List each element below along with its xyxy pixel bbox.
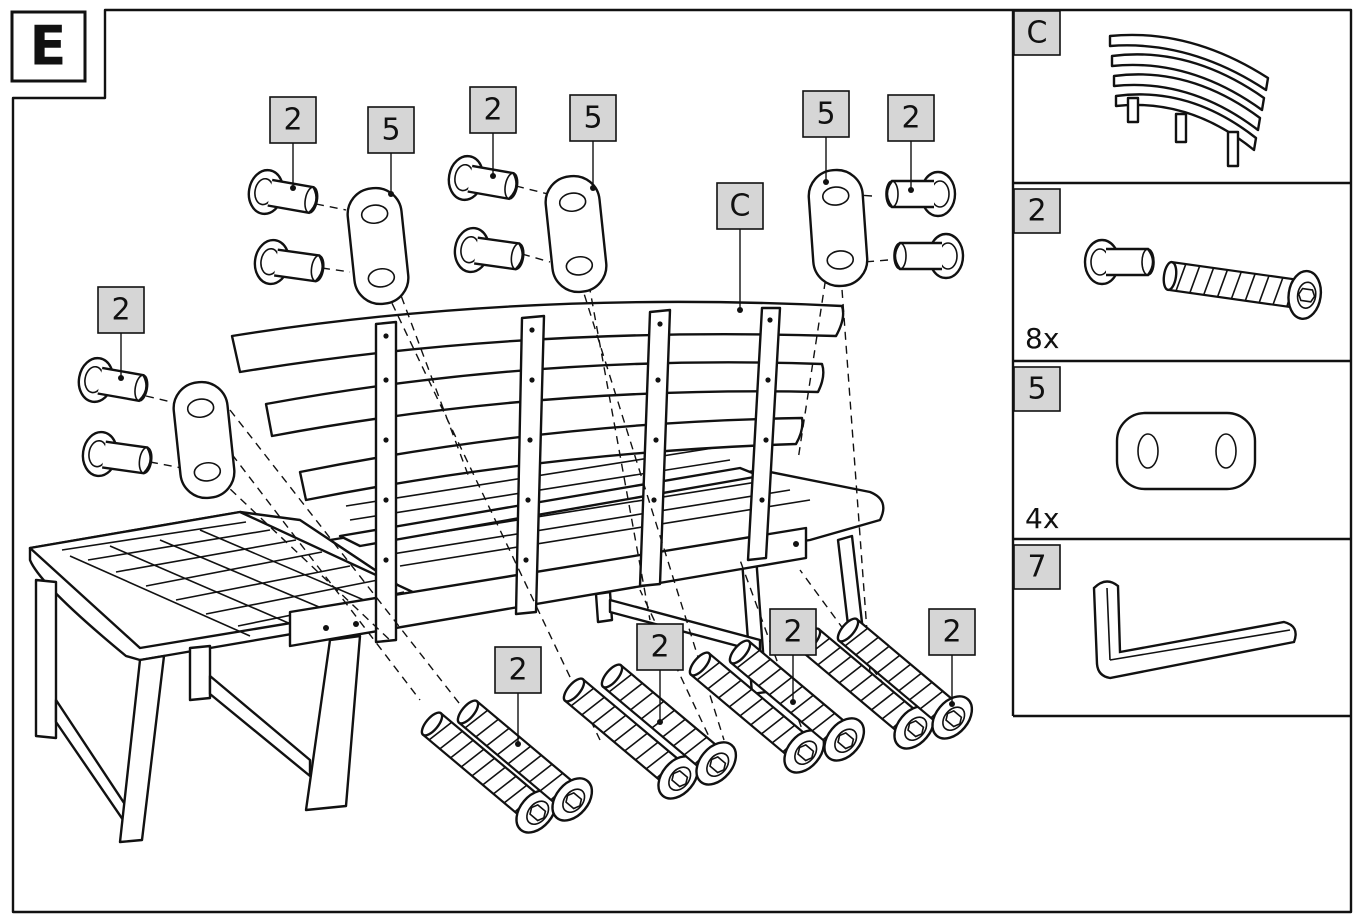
svg-text:2: 2	[901, 101, 920, 136]
bench-frame	[28, 431, 885, 844]
allen-key-icon	[1092, 580, 1297, 680]
parts-panel-item-backrest: C	[1013, 10, 1270, 168]
step-letter: E	[30, 15, 67, 78]
svg-text:2: 2	[283, 103, 302, 138]
svg-text:C: C	[730, 189, 751, 224]
svg-text:5: 5	[583, 101, 602, 136]
step-tab	[10, 10, 87, 83]
svg-text:2: 2	[783, 615, 802, 650]
backrest	[230, 300, 845, 644]
callout-labels: 2 5 2 5 C 5 2 2 2 2 2 2	[97, 86, 976, 694]
svg-text:2: 2	[483, 93, 502, 128]
callout-bolt: 2	[887, 94, 935, 142]
callout-washer: 5	[367, 106, 415, 154]
svg-text:2: 2	[111, 293, 130, 328]
svg-text:2: 2	[650, 630, 669, 665]
part-id-box	[1013, 544, 1061, 590]
callout-washer: 5	[569, 94, 617, 142]
svg-text:5: 5	[381, 113, 400, 148]
parts-panel-item-washer: 5 4x	[1013, 366, 1257, 535]
part-id: 5	[1027, 372, 1046, 407]
callout-bolt: 2	[636, 623, 684, 671]
leader-lines	[118, 133, 955, 747]
part-id: C	[1027, 16, 1048, 51]
svg-text:5: 5	[816, 97, 835, 132]
part-quantity: 8x	[1025, 322, 1059, 355]
svg-text:2: 2	[942, 615, 961, 650]
part-id-box	[1013, 366, 1061, 412]
part-id-box	[1013, 10, 1061, 56]
callout-bolt: 2	[769, 608, 817, 656]
callout-bolt: 2	[469, 86, 517, 134]
callout-bolt: 2	[97, 286, 145, 334]
part-quantity: 4x	[1025, 502, 1059, 535]
callout-bolt: 2	[494, 646, 542, 694]
callout-backrest: C	[716, 182, 764, 230]
parts-panel-item-bolt: 2 8x	[1013, 188, 1326, 355]
backrest-icon	[1108, 33, 1270, 168]
part-id-box	[1013, 188, 1061, 234]
part-id: 7	[1027, 550, 1046, 585]
callout-bolt: 2	[928, 608, 976, 656]
part-id: 2	[1027, 194, 1046, 229]
parts-panel-item-allen-key: 7	[1013, 544, 1297, 680]
parts-panel: C 2 8x 5	[1011, 10, 1351, 718]
washer-plate-icon	[1115, 411, 1257, 491]
callout-bolt: 2	[269, 96, 317, 144]
callout-washer: 5	[802, 90, 850, 138]
svg-text:2: 2	[508, 653, 527, 688]
